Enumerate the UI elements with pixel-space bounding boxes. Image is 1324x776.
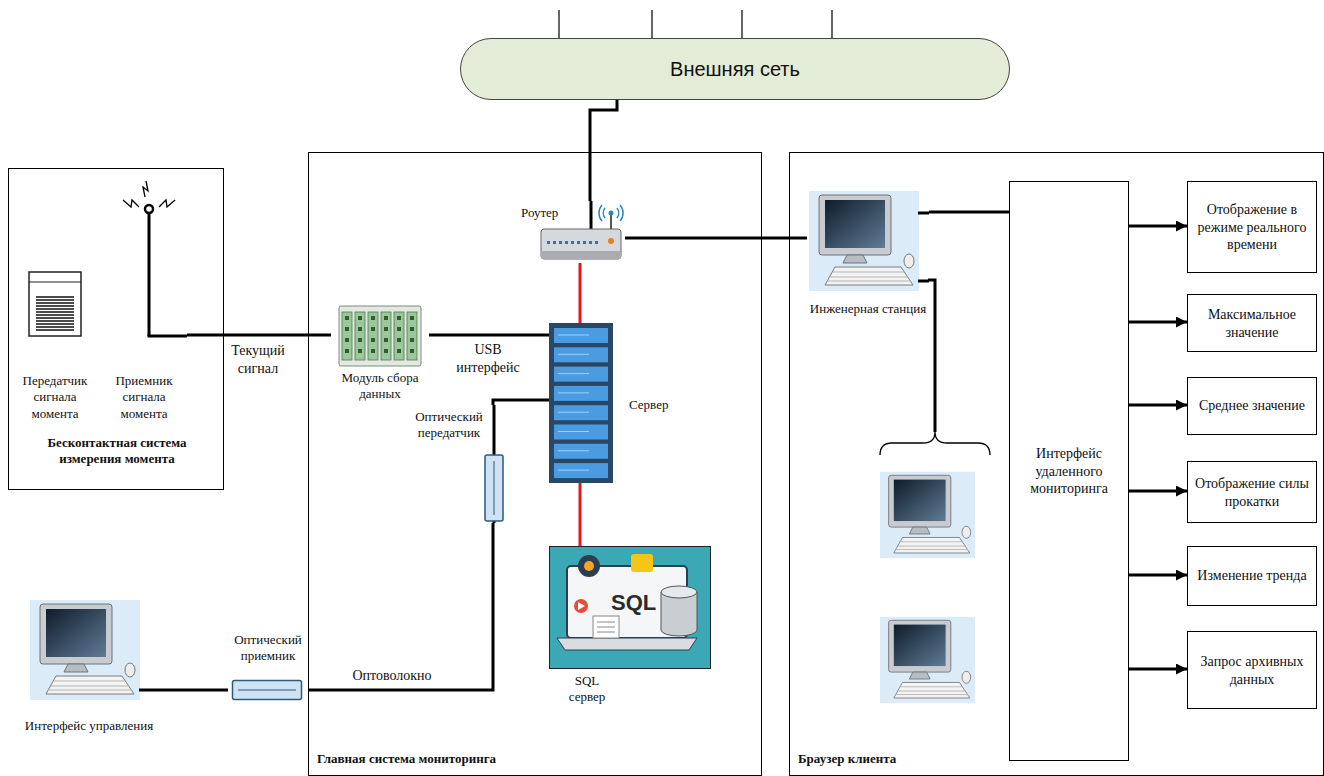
connector — [493, 400, 549, 405]
function-box: Отображение силы прокатки — [1187, 461, 1317, 523]
server-node: Сервер — [549, 323, 689, 483]
node-label: Оптический приемник — [228, 632, 308, 665]
server-icon — [549, 323, 613, 483]
connector-label: Текущий сигнал — [228, 342, 288, 377]
workstation-node: Инженерная станция — [807, 189, 929, 347]
icon-caption: SQL — [611, 590, 656, 616]
node-label: Главная система мониторинга — [317, 751, 617, 767]
node-label: Оптический передатчик — [409, 409, 489, 442]
control-station-node: Интерфейс управления — [14, 596, 164, 760]
router-node: Роутер — [519, 201, 625, 263]
function-box: Среднее значение — [1187, 377, 1317, 435]
node-label: Передатчик сигнала момента — [15, 373, 95, 422]
daq-module-node: Модуль сбора данных — [331, 304, 429, 404]
connector-label: Оптоволокно — [344, 667, 440, 685]
connector — [1129, 574, 1187, 577]
node-label: Отображение силы прокатки — [1188, 475, 1316, 510]
function-box: Запрос архивных данных — [1187, 631, 1317, 709]
node-label: Запрос архивных данных — [1188, 653, 1316, 688]
optical-receiver-node: Оптический приемник — [228, 632, 308, 704]
node-label: Внешняя сеть — [461, 57, 1009, 82]
node-label: SQL сервер — [559, 673, 615, 706]
connector — [929, 211, 1009, 214]
interface-box: Интерфейс удаленного мониторинга — [1009, 181, 1129, 761]
node-label: Сервер — [629, 397, 687, 413]
connector — [308, 523, 493, 690]
system-region: Инженерная станцияИнтерфейс удаленного м… — [789, 152, 1324, 776]
receiver-node: Приемник сигнала момента — [101, 181, 187, 426]
connector — [579, 263, 582, 323]
connector — [579, 483, 582, 546]
node-label: Отображение в режиме реального времени — [1188, 201, 1316, 254]
connector — [625, 237, 807, 240]
pc20-icon — [14, 596, 164, 706]
connector — [590, 100, 617, 201]
function-box: Максимальное значение — [1187, 294, 1317, 352]
node-label: Изменение тренда — [1188, 567, 1316, 585]
connector — [429, 334, 549, 337]
node-label: Приемник сигнала момента — [101, 373, 187, 422]
node-label: Бесконтактная система измерения момента — [17, 435, 217, 468]
optH-icon — [232, 680, 302, 700]
node-label: Интерфейс удаленного мониторинга — [1010, 445, 1128, 498]
optical-transmitter-node: Оптический передатчик — [409, 405, 509, 523]
connector — [164, 689, 228, 692]
transmitter-node: Передатчик сигнала момента — [15, 271, 95, 421]
connector — [1129, 490, 1187, 493]
client-computers — [880, 472, 975, 703]
network-band: Внешняя сеть — [460, 38, 1010, 100]
doc-icon — [28, 271, 82, 337]
network-taps — [559, 10, 832, 38]
node-label: Инженерная станция — [807, 301, 929, 317]
connector — [1129, 225, 1187, 228]
node-label: Модуль сбора данных — [331, 370, 429, 403]
module-icon — [339, 306, 421, 366]
ant-icon — [101, 181, 187, 341]
connector — [1129, 321, 1187, 324]
node-label: Интерфейс управления — [14, 718, 164, 734]
node-label: Среднее значение — [1188, 397, 1316, 415]
sql-server-node: SQL сервер SQL — [549, 546, 711, 711]
connector — [1129, 404, 1187, 407]
node-label: Роутер — [521, 205, 581, 221]
connector-label: USB интерфейс — [451, 341, 525, 376]
function-box: Изменение тренда — [1187, 546, 1317, 606]
connector — [187, 334, 331, 337]
node-label: Максимальное значение — [1188, 306, 1316, 341]
system-region: Передатчик сигнала моментаПриемник сигна… — [8, 168, 224, 490]
connector — [1129, 668, 1187, 671]
pc11-icon — [807, 189, 929, 293]
function-box: Отображение в режиме реального времени — [1187, 181, 1317, 273]
node-label: Браузер клиента — [798, 751, 1098, 767]
